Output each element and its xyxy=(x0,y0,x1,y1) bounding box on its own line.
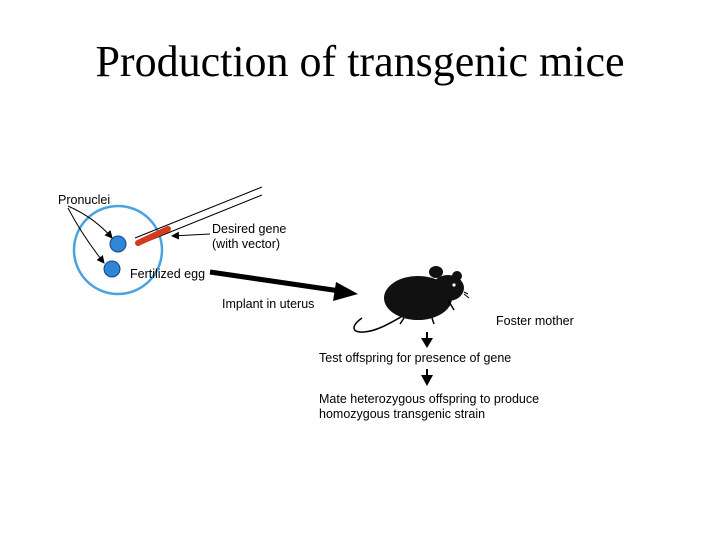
label-mate-line1: Mate heterozygous offspring to produce xyxy=(319,392,539,406)
pronucleus-lower xyxy=(103,260,121,278)
desired-gene-segment xyxy=(135,226,171,246)
implant-arrow xyxy=(209,269,358,301)
label-test-offspring: Test offspring for presence of gene xyxy=(319,351,511,365)
label-pronuclei: Pronuclei xyxy=(58,193,110,207)
mouse-icon xyxy=(353,266,470,333)
label-mate-line2: homozygous transgenic strain xyxy=(319,407,485,421)
pronuclei-pointer-2 xyxy=(67,207,105,264)
pronuclei-pointer-1 xyxy=(67,205,113,239)
pronucleus-upper xyxy=(109,235,127,253)
label-implant: Implant in uterus xyxy=(222,297,314,311)
label-fertilized-egg: Fertilized egg xyxy=(130,267,205,281)
label-with-vector: (with vector) xyxy=(212,237,280,251)
micropipette-icon xyxy=(134,186,263,246)
page-title: Production of transgenic mice xyxy=(95,37,625,86)
label-foster-mother: Foster mother xyxy=(496,314,574,328)
desired-gene-pointer xyxy=(171,231,211,240)
arrow-down-1 xyxy=(421,332,433,348)
label-desired-gene: Desired gene xyxy=(212,222,286,236)
fertilized-egg-outline xyxy=(72,204,164,296)
arrow-down-2 xyxy=(421,369,433,386)
